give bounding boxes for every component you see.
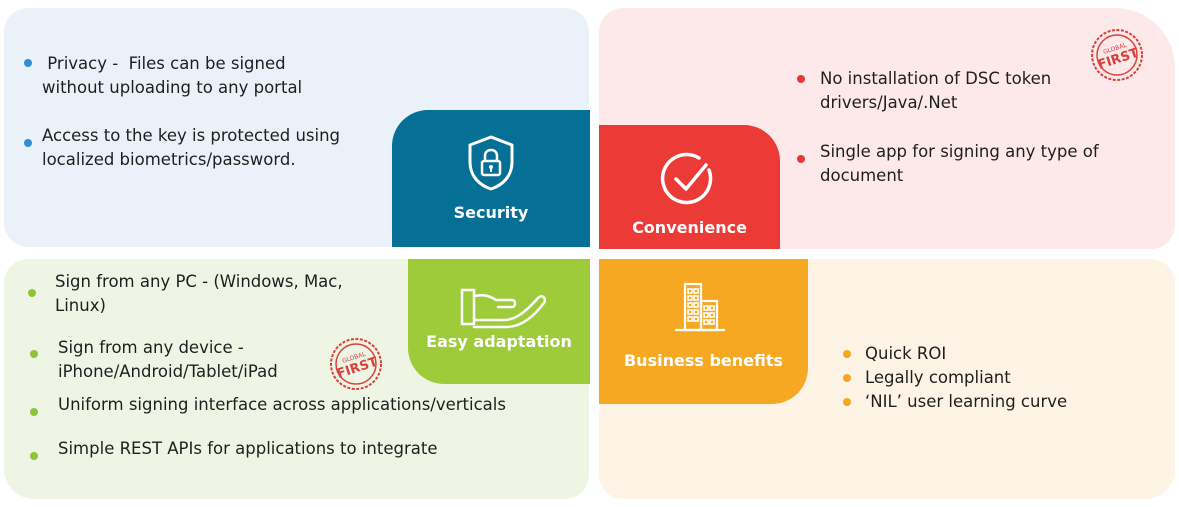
check-circle-icon [660, 152, 713, 205]
bullet-dot [843, 398, 851, 406]
item-line: localized biometrics/password. [42, 150, 296, 169]
easy-item-any-device: Sign from any device - iPhone/Android/Ta… [58, 336, 278, 384]
bullet-dot [797, 155, 805, 163]
bullet-dot [843, 350, 851, 358]
business-benefits-title: Business benefits [623, 351, 784, 370]
easy-adaptation-title: Easy adaptation [426, 332, 572, 351]
item-line: Sign from any device - [58, 338, 244, 357]
office-building-icon [675, 282, 725, 332]
bullet-dot [797, 75, 805, 83]
security-item-key-access: Access to the key is protected using loc… [42, 124, 340, 172]
item-line: ‘NIL’ user learning curve [865, 392, 1068, 411]
item-line: iPhone/Android/Tablet/iPad [58, 362, 278, 381]
bullet-dot [28, 289, 36, 297]
item-line: Linux) [55, 296, 106, 315]
bullet-dot [30, 452, 38, 460]
item-line: drivers/Java/.Net [820, 93, 958, 112]
open-hand-icon [460, 288, 547, 329]
item-line: document [820, 166, 904, 185]
security-title: Security [453, 203, 529, 222]
item-line: without uploading to any portal [42, 78, 303, 97]
item-line: Sign from any PC - (Windows, Mac, [55, 272, 343, 291]
business-item-roi: Quick ROI [865, 342, 946, 366]
bullet-dot [30, 408, 38, 416]
easy-item-uniform-interface: Uniform signing interface across applica… [58, 393, 506, 417]
easy-item-any-pc: Sign from any PC - (Windows, Mac, Linux) [55, 270, 343, 318]
bullet-dot [24, 139, 32, 147]
bullet-dot [24, 59, 32, 67]
shield-lock-icon [468, 135, 514, 191]
business-benefits-tile: Business benefits [599, 259, 808, 404]
convenience-item-single-app: Single app for signing any type of docum… [820, 140, 1099, 188]
security-tile: Security [392, 110, 590, 247]
item-line: Quick ROI [865, 344, 947, 363]
item-line: Uniform signing interface across applica… [58, 395, 506, 414]
item-line: Legally compliant [865, 368, 1011, 387]
bullet-dot [843, 374, 851, 382]
bullet-dot [30, 350, 38, 358]
global-first-stamp: GLOBAL FIRST [330, 338, 382, 390]
convenience-title: Convenience [632, 218, 747, 237]
item-line: Privacy - Files can be signed [42, 54, 286, 73]
item-line: No installation of DSC token [820, 69, 1052, 88]
business-item-legal: Legally compliant [865, 366, 1011, 390]
easy-adaptation-tile: Easy adaptation [408, 259, 590, 384]
security-item-privacy: Privacy - Files can be signed without up… [42, 52, 302, 100]
easy-item-rest-apis: Simple REST APIs for applications to int… [58, 437, 437, 461]
global-first-stamp: GLOBAL FIRST [1091, 29, 1143, 81]
business-item-learning-curve: ‘NIL’ user learning curve [865, 390, 1067, 414]
item-line: Access to the key is protected using [42, 126, 341, 145]
convenience-tile: Convenience [599, 125, 780, 249]
item-line: Simple REST APIs for applications to int… [58, 439, 438, 458]
convenience-item-no-installation: No installation of DSC token drivers/Jav… [820, 67, 1051, 115]
item-line: Single app for signing any type of [820, 142, 1099, 161]
